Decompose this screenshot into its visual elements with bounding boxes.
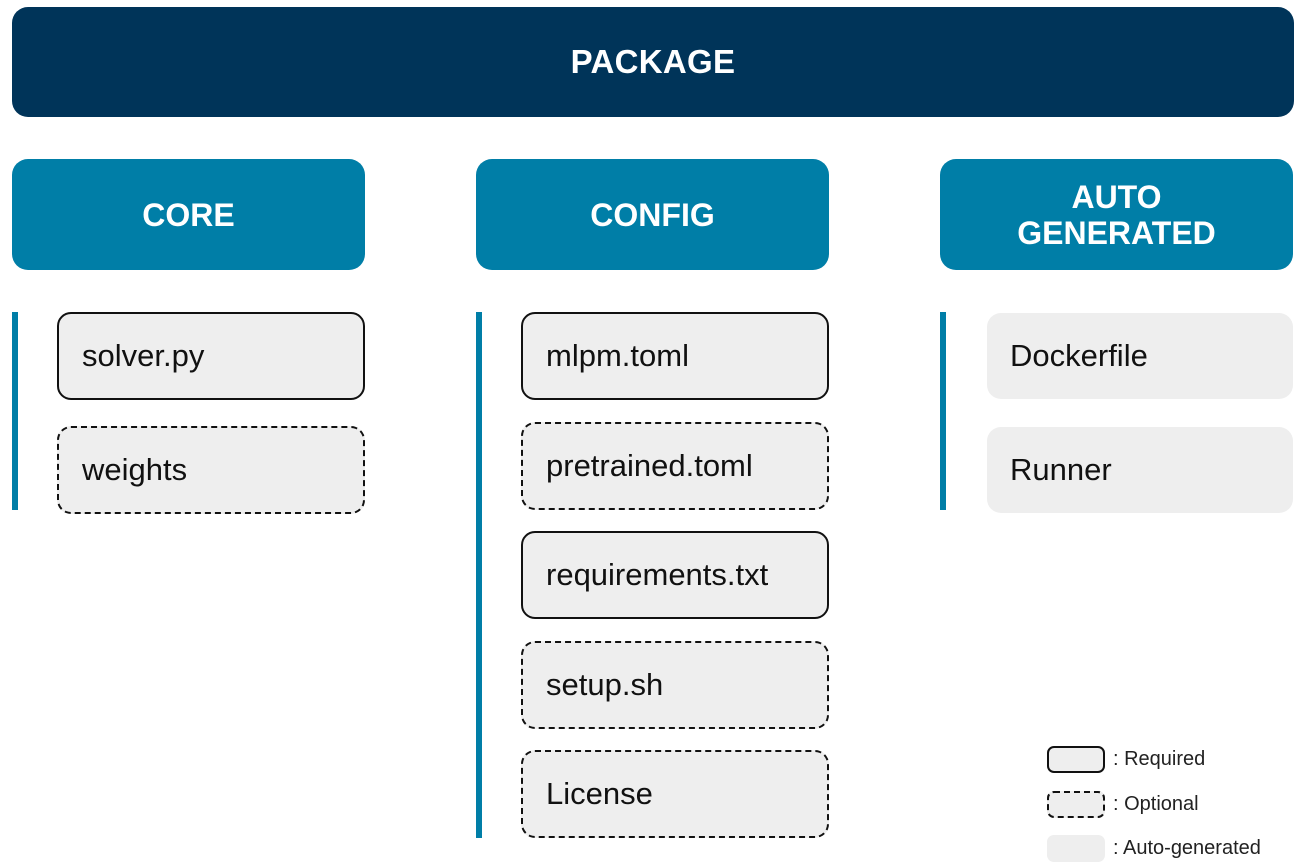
legend-label: : Optional [1113, 793, 1199, 815]
legend-label: : Required [1113, 748, 1206, 770]
legend-swatch-optional [1047, 791, 1105, 818]
legend-label: : Auto-generated [1113, 837, 1261, 859]
package-title: PACKAGE [570, 43, 736, 80]
core-connector-bar [12, 312, 18, 510]
config-item-license: License [521, 750, 829, 838]
auto-connector-bar [940, 312, 946, 510]
item-label: pretrained.toml [546, 448, 753, 483]
legend-required: : Required [1047, 746, 1205, 773]
core-header: CORE [12, 159, 365, 270]
item-label: License [546, 776, 653, 811]
core-item-solver: solver.py [57, 312, 365, 400]
config-item-mlpm: mlpm.toml [521, 312, 829, 400]
legend-optional: : Optional [1047, 791, 1199, 818]
config-item-requirements: requirements.txt [521, 531, 829, 619]
config-item-setup: setup.sh [521, 641, 829, 729]
item-label: weights [82, 452, 188, 487]
item-label: Dockerfile [1010, 338, 1148, 373]
auto-item-runner: Runner [987, 427, 1293, 513]
legend-auto-generated: : Auto-generated [1047, 835, 1261, 862]
item-label: Runner [1010, 452, 1112, 487]
item-label: solver.py [82, 338, 205, 373]
core-item-weights: weights [57, 426, 365, 514]
auto-item-dockerfile: Dockerfile [987, 313, 1293, 399]
auto-generated-header: AUTO GENERATED [940, 159, 1293, 270]
legend-swatch-required [1047, 746, 1105, 773]
config-item-pretrained: pretrained.toml [521, 422, 829, 510]
config-header: CONFIG [476, 159, 829, 270]
config-connector-bar [476, 312, 482, 838]
item-label: mlpm.toml [546, 338, 689, 373]
item-label: requirements.txt [546, 557, 769, 592]
package-banner: PACKAGE [12, 7, 1294, 117]
legend-swatch-auto [1047, 835, 1105, 862]
item-label: setup.sh [546, 667, 664, 702]
